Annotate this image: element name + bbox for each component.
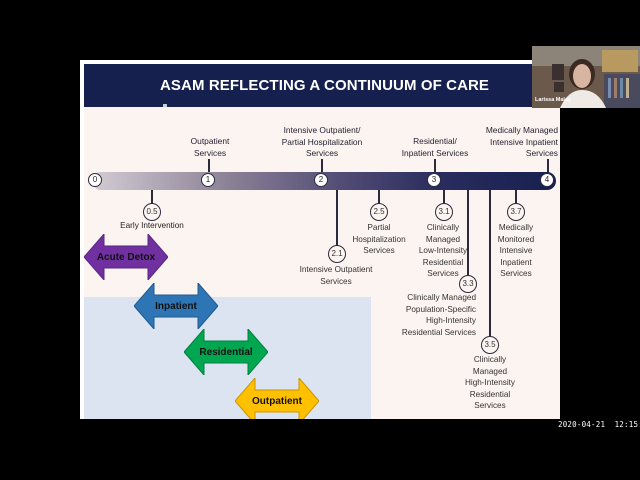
sublevel-node-3-5: 3.5 xyxy=(481,336,499,354)
participant-name: Larissa Maley xyxy=(535,97,572,103)
connector-3-7 xyxy=(515,190,517,204)
sublevel-node-3-3: 3.3 xyxy=(459,275,477,293)
webcam-feed-icon xyxy=(532,46,640,108)
sublevel-node-3-1: 3.1 xyxy=(435,203,453,221)
inpatient-label: Inpatient xyxy=(155,300,197,312)
level-node-2: 2 xyxy=(314,173,328,187)
title-bar: ASAM REFLECTING A CONTINUUM OF CARE xyxy=(84,64,560,107)
residential-arrow: Residential xyxy=(184,329,268,375)
connector-0-5 xyxy=(151,190,153,204)
connector-3-1 xyxy=(443,190,445,204)
connector-1 xyxy=(208,159,210,174)
sublevel-node-2-5: 2.5 xyxy=(370,203,388,221)
outpatient-arrow-shape xyxy=(235,378,319,419)
outpatient-arrow: Outpatient xyxy=(235,378,319,419)
sublevel-node-0-5: 0.5 xyxy=(143,203,161,221)
residential-arrow-shape xyxy=(184,329,268,375)
level-node-1: 1 xyxy=(201,173,215,187)
level-node-3: 3 xyxy=(427,173,441,187)
level-node-0: 0 xyxy=(88,173,102,187)
connector-4 xyxy=(547,159,549,174)
level-3-label: Residential/Inpatient Services xyxy=(401,136,469,158)
connector-3-5 xyxy=(489,190,491,337)
connector-3 xyxy=(434,159,436,174)
presentation-slide: ASAM REFLECTING A CONTINUUM OF CARE Outp… xyxy=(80,60,560,419)
connector-2-5 xyxy=(378,190,380,204)
recording-timestamp: 2020-04-21 12:15:49 xyxy=(558,420,640,429)
participant-video[interactable]: Larissa Maley xyxy=(532,46,640,108)
connector-2 xyxy=(321,159,323,174)
acute-detox-arrow-shape xyxy=(84,234,168,280)
level-node-4: 4 xyxy=(540,173,554,187)
sublevel-label-0-5: Early Intervention xyxy=(120,221,184,230)
acute-detox-arrow: Acute Detox xyxy=(84,234,168,280)
residential-label: Residential xyxy=(199,346,253,358)
level-2-label: Intensive Outpatient/Partial Hospitaliza… xyxy=(281,125,363,158)
inpatient-arrow: Inpatient xyxy=(134,283,218,329)
acute-detox-label: Acute Detox xyxy=(96,251,156,263)
inpatient-arrow-shape xyxy=(134,283,218,329)
outpatient-label: Outpatient xyxy=(252,395,302,407)
sublevel-node-2-1: 2.1 xyxy=(328,245,346,263)
slide-content: ASAM REFLECTING A CONTINUUM OF CARE Outp… xyxy=(84,64,560,419)
connector-2-1 xyxy=(336,190,338,246)
connector-3-3 xyxy=(467,190,469,276)
slide-title: ASAM REFLECTING A CONTINUUM OF CARE xyxy=(160,77,490,94)
sublevel-node-3-7: 3.7 xyxy=(507,203,525,221)
bullet-mark xyxy=(163,104,167,107)
